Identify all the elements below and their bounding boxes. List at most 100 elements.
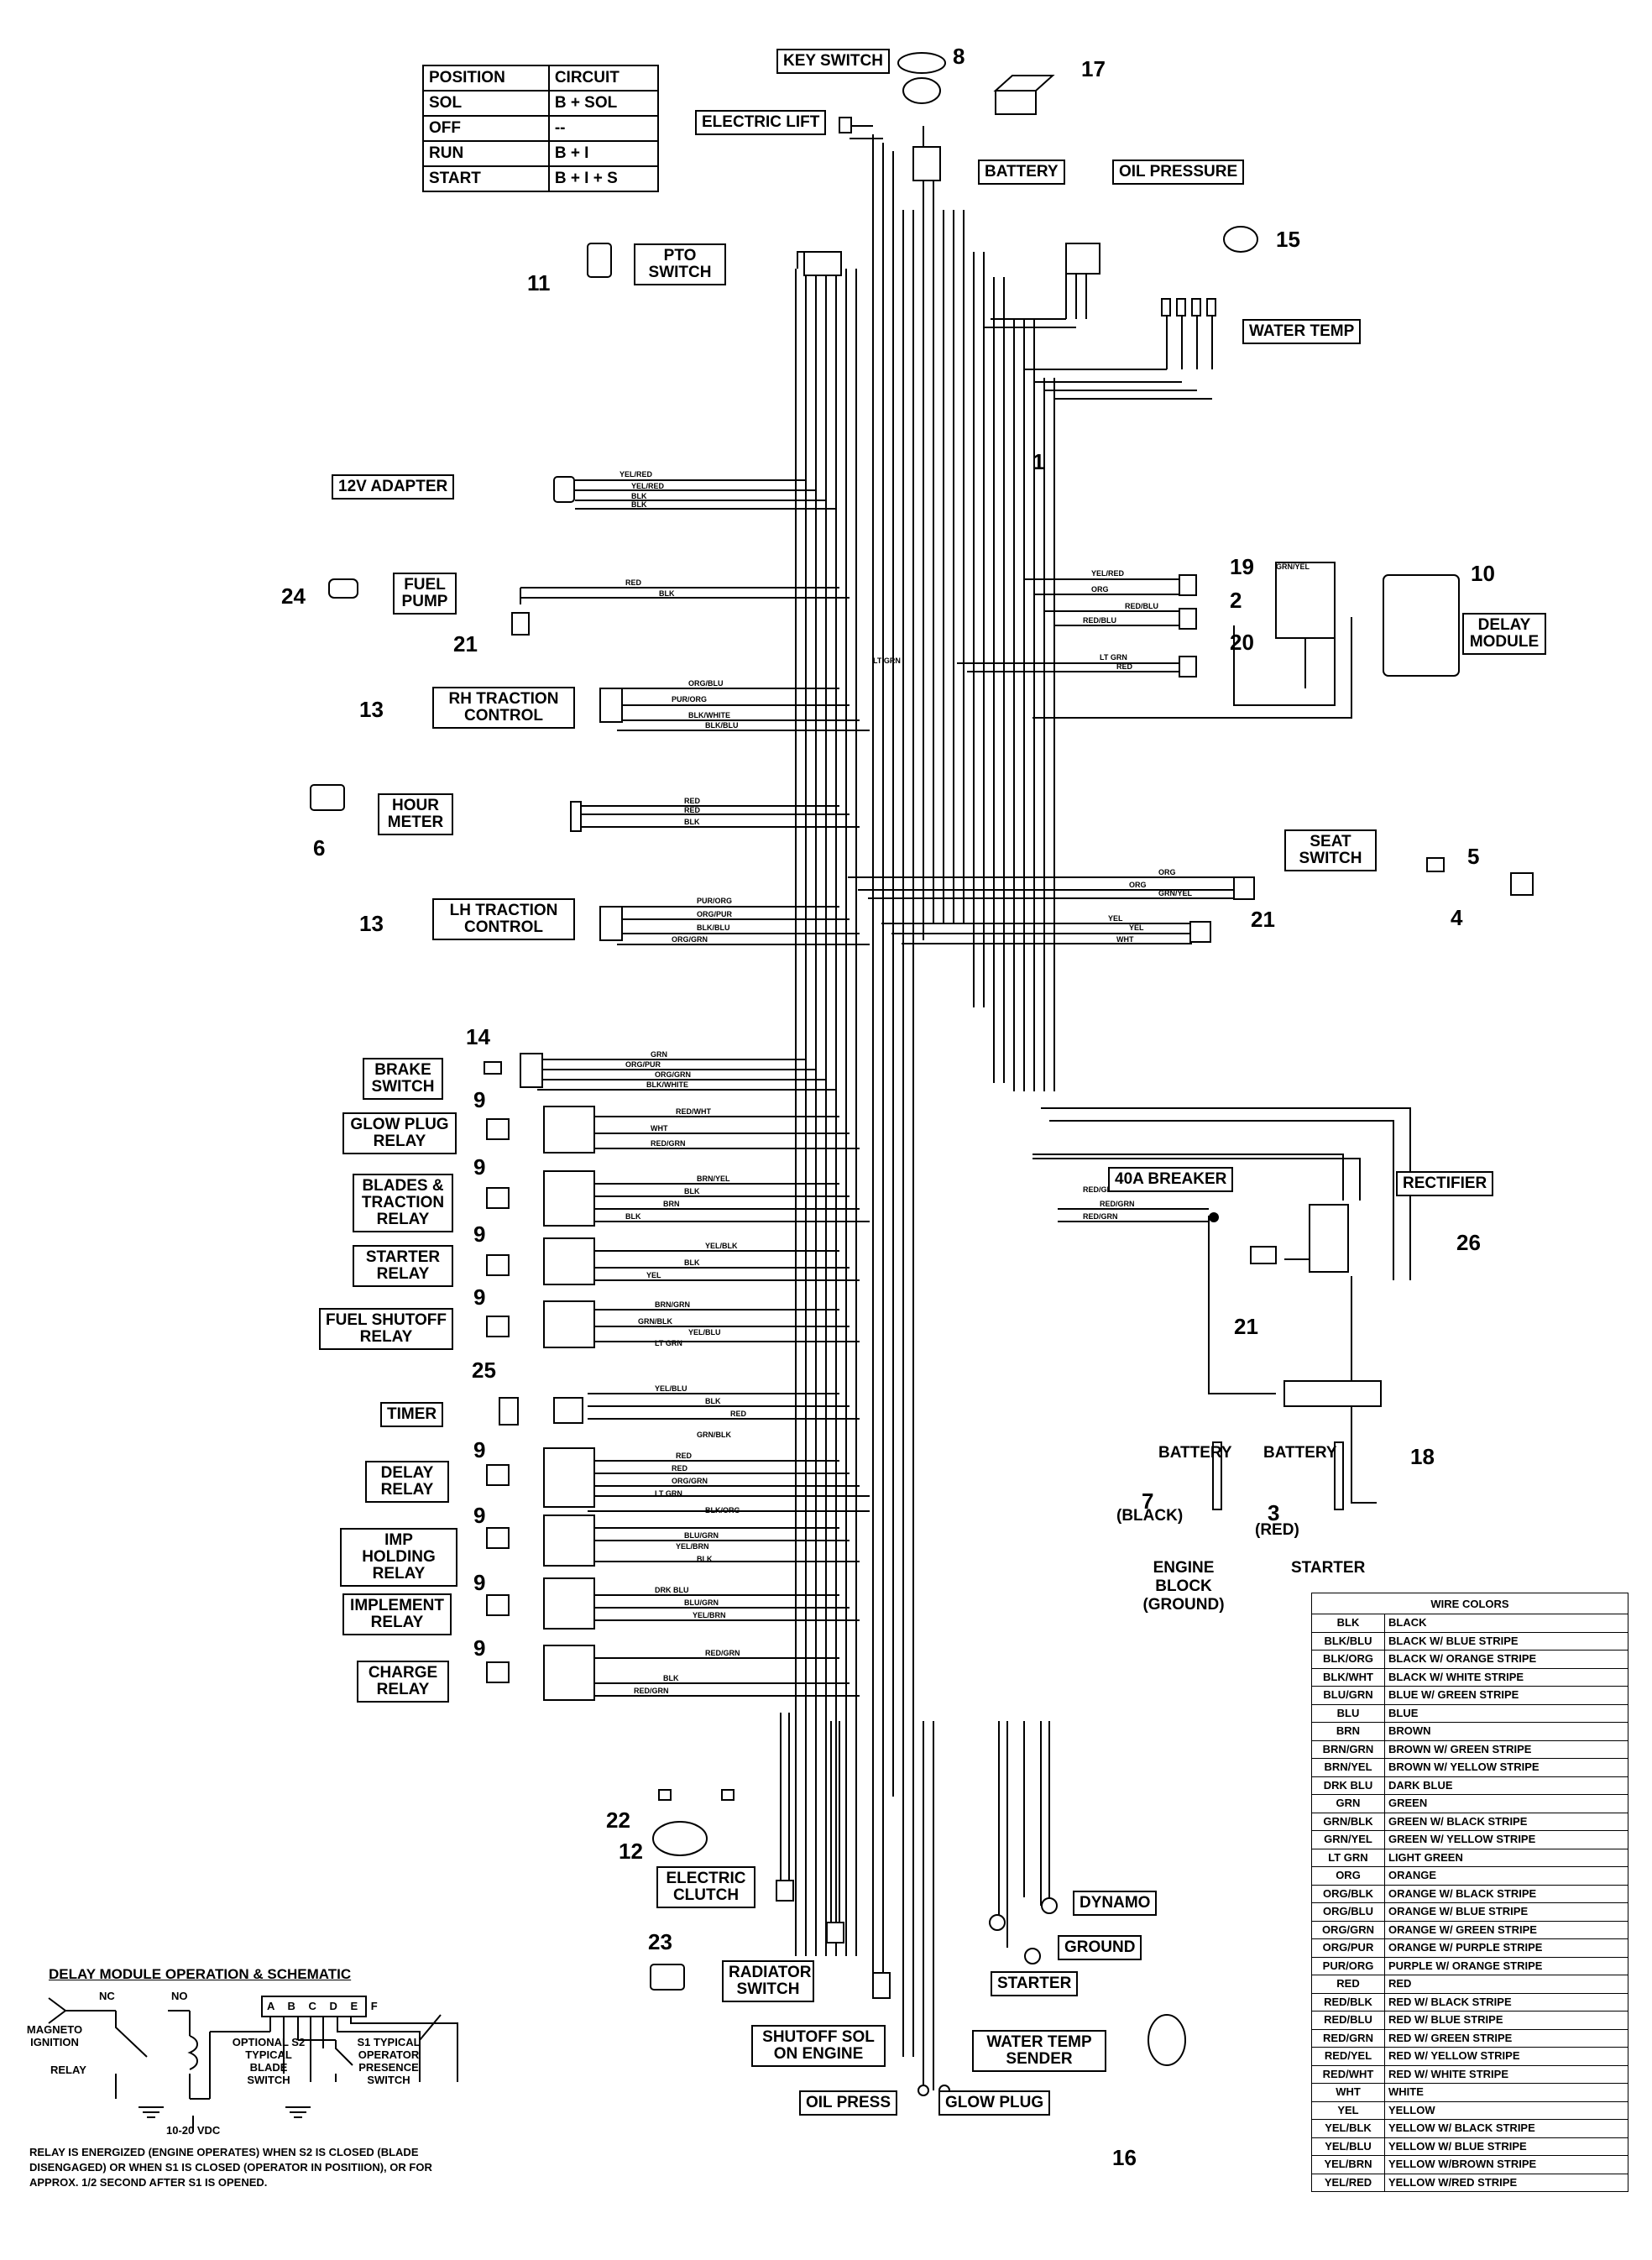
wire-color-desc-cell: RED W/ GREEN STRIPE	[1384, 2028, 1628, 2048]
wire-code-cell: BLK/BLU	[1311, 1631, 1385, 1651]
timer-label: TIMER	[380, 1402, 444, 1427]
callout-14: 14	[466, 1024, 490, 1049]
wire-label-blk7: BLK	[684, 1258, 700, 1267]
wire-code-cell: RED/YEL	[1311, 2047, 1385, 2066]
adapter-12v-label: 12V ADAPTER	[332, 474, 455, 500]
charge-relay-label: CHARGE RELAY	[357, 1661, 449, 1703]
implement-relay-label: IMPLEMENT RELAY	[342, 1593, 452, 1635]
schematic-no: NO	[171, 1990, 188, 2002]
wire-label-yel2: YEL	[1129, 923, 1144, 932]
callout-25: 25	[472, 1358, 496, 1383]
blades-traction-relay-label: BLADES & TRACTION RELAY	[353, 1174, 453, 1232]
callout-9h: 9	[473, 1635, 486, 1661]
wire-color-desc-cell: RED	[1384, 1975, 1628, 1994]
callout-9d: 9	[473, 1284, 486, 1310]
wire-label-yelblk1: YEL/BLK	[705, 1242, 738, 1250]
wire-color-desc-cell: RED W/ YELLOW STRIPE	[1384, 2047, 1628, 2066]
callout-19: 19	[1230, 554, 1254, 579]
callout-21a: 21	[453, 631, 478, 657]
electric-clutch-label: ELECTRIC CLUTCH	[656, 1866, 755, 1908]
wire-code-cell: BLU/GRN	[1311, 1686, 1385, 1705]
wire-code-cell: PUR/ORG	[1311, 1956, 1385, 1975]
wire-code-cell: GRN	[1311, 1794, 1385, 1813]
callout-9a: 9	[473, 1087, 486, 1112]
wire-code-cell: RED/GRN	[1311, 2028, 1385, 2048]
wire-color-desc-cell: BLUE	[1384, 1703, 1628, 1723]
callout-18: 18	[1410, 1444, 1435, 1469]
wire-label-org2: ORG	[1129, 881, 1147, 889]
wire-code-cell: LT GRN	[1311, 1848, 1385, 1867]
wire-label-blk3: BLK	[659, 589, 675, 598]
wire-code-cell: GRN/BLK	[1311, 1812, 1385, 1831]
wire-label-red2: RED	[684, 797, 701, 805]
wire-label-grn1: GRN	[651, 1050, 667, 1059]
wire-color-desc-cell: BROWN W/ YELLOW STRIPE	[1384, 1758, 1628, 1777]
wire-color-desc-cell: BLACK W/ ORANGE STRIPE	[1384, 1650, 1628, 1669]
callout-13b: 13	[359, 911, 384, 936]
wire-color-desc-cell: PURPLE W/ ORANGE STRIPE	[1384, 1956, 1628, 1975]
oil-pressure-label: OIL PRESSURE	[1112, 160, 1245, 185]
callout-9f: 9	[473, 1503, 486, 1528]
wire-label-blugrn2: BLU/GRN	[684, 1598, 719, 1607]
engine-block-label: ENGINE BLOCK (GROUND)	[1142, 1559, 1225, 1614]
delay-module-label: DELAY MODULE	[1462, 613, 1546, 655]
glow-plug-relay-label: GLOW PLUG RELAY	[342, 1112, 457, 1154]
wire-label-redwht1: RED/WHT	[676, 1107, 711, 1116]
pto-switch-label: PTO SWITCH	[634, 243, 726, 285]
wire-label-redgrn6: RED/GRN	[1083, 1185, 1118, 1194]
lh-traction-label: LH TRACTION CONTROL	[432, 898, 575, 940]
wire-label-blk4: BLK	[684, 818, 700, 826]
circuit-cell: B + SOL	[547, 90, 660, 117]
wire-color-desc-cell: YELLOW W/RED STRIPE	[1384, 2173, 1628, 2192]
position-cell: RUN	[422, 140, 550, 167]
wire-label-purorg1: PUR/ORG	[672, 695, 707, 704]
wire-code-cell: BRN	[1311, 1722, 1385, 1741]
wire-label-grnyel1: GRN/YEL	[1158, 889, 1193, 897]
wire-label-blkorg1: BLK/ORG	[705, 1506, 740, 1515]
wire-color-desc-cell: RED W/ BLUE STRIPE	[1384, 2011, 1628, 2030]
wire-color-desc-cell: YELLOW	[1384, 2100, 1628, 2120]
callout-9b: 9	[473, 1154, 486, 1180]
wire-label-blkwht1: BLK/WHITE	[688, 711, 730, 719]
wire-label-orggrn1: ORG/GRN	[672, 935, 708, 944]
wire-code-cell: BLK	[1311, 1614, 1385, 1633]
wire-color-desc-cell: BROWN W/ GREEN STRIPE	[1384, 1739, 1628, 1759]
wire-label-yelblu2: YEL/BLU	[655, 1384, 687, 1393]
water-temp-sender-label: WATER TEMP SENDER	[972, 2030, 1106, 2072]
wire-label-grnblk2: GRN/BLK	[697, 1431, 731, 1439]
wire-code-cell: GRN/YEL	[1311, 1830, 1385, 1849]
wire-label-orgblu1: ORG/BLU	[688, 679, 724, 688]
wire-label-org3: ORG	[1091, 585, 1109, 594]
wire-label-red3: RED	[684, 806, 701, 814]
schematic-magneto: MAGNETO IGNITION	[26, 2023, 83, 2048]
wire-color-desc-cell: YELLOW W/ BLUE STRIPE	[1384, 2137, 1628, 2156]
wire-code-cell: YEL/BRN	[1311, 2155, 1385, 2174]
wire-code-cell: ORG/BLU	[1311, 1902, 1385, 1922]
wire-label-blk9: BLK	[697, 1555, 713, 1563]
wire-code-cell: YEL/RED	[1311, 2173, 1385, 2192]
callout-9e: 9	[473, 1437, 486, 1462]
callout-4: 4	[1451, 905, 1463, 930]
wire-label-drkblu1: DRK BLU	[655, 1586, 689, 1594]
battery-red-label: BATTERY	[1263, 1444, 1337, 1462]
wire-label-redgrn2: RED/GRN	[705, 1649, 740, 1657]
position-header: POSITION	[422, 65, 550, 92]
wire-code-cell: ORG	[1311, 1866, 1385, 1886]
wire-label-ltgrn4: LT GRN	[655, 1489, 682, 1498]
dynamo-label: DYNAMO	[1073, 1891, 1158, 1916]
wire-label-grnyel2: GRN/YEL	[1276, 562, 1310, 571]
imp-holding-relay-label: IMP HOLDING RELAY	[340, 1528, 457, 1587]
wire-label-yelred3: YEL/RED	[1091, 569, 1125, 578]
schematic-relay: RELAY	[50, 2064, 86, 2076]
wire-label-red7: RED	[672, 1464, 688, 1473]
